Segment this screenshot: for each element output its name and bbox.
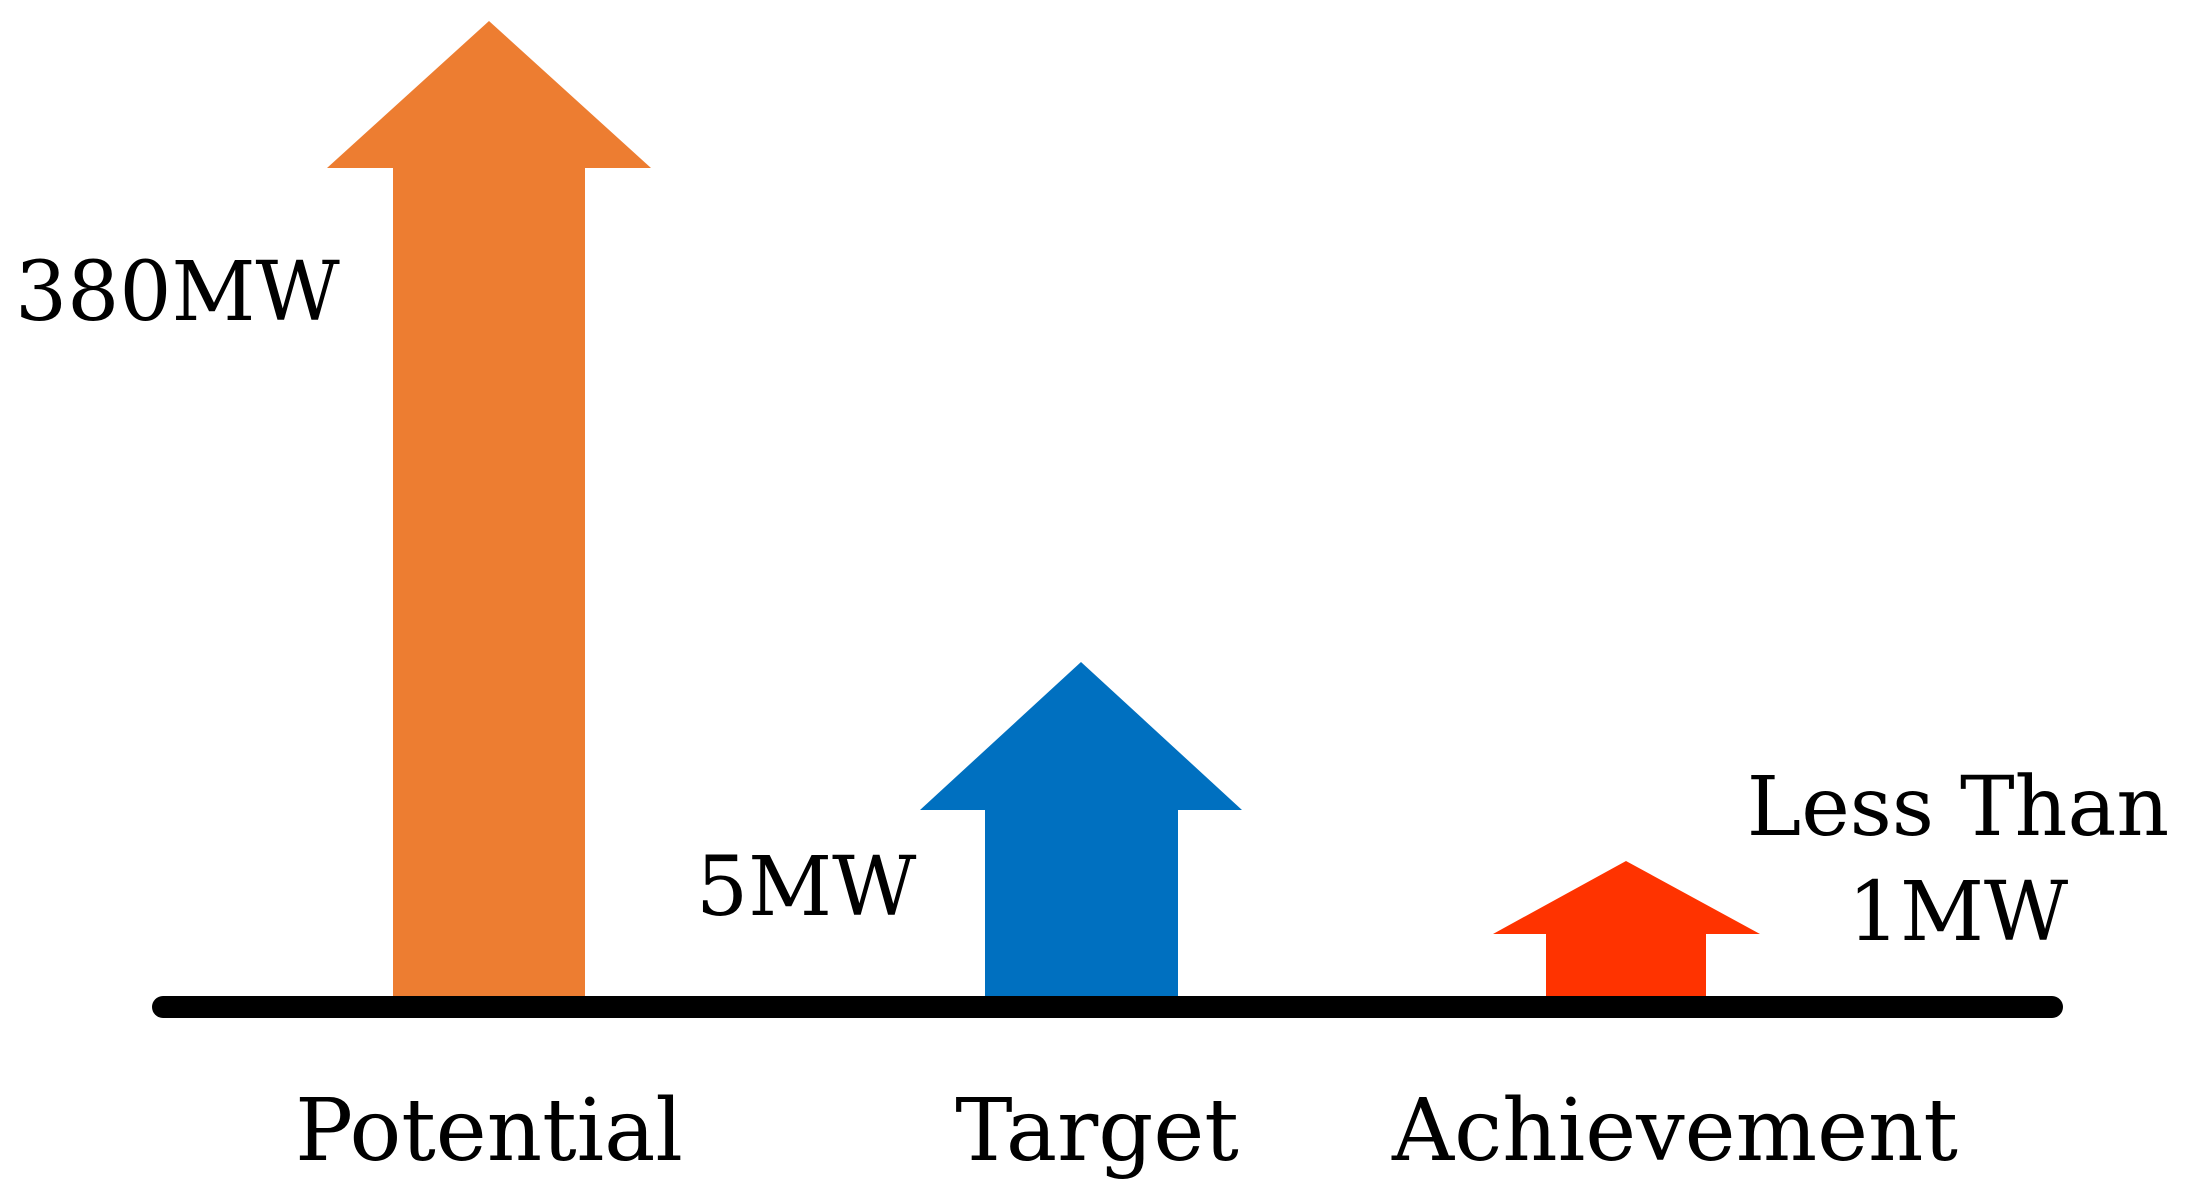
achievement-arrow: [1493, 861, 1760, 996]
potential-value-label: 380MW: [15, 245, 340, 340]
target-arrow: [920, 662, 1242, 1006]
potential-arrow: [327, 21, 651, 1006]
target-category-label: Target: [955, 1081, 1239, 1181]
target-value-label: 5MW: [696, 840, 917, 935]
achievement-value-label-line1: Less Than: [1747, 760, 2169, 855]
achievement-value-label-line2: 1MW: [1848, 865, 2069, 960]
achievement-category-label: Achievement: [1391, 1081, 1958, 1181]
potential-category-label: Potential: [295, 1081, 683, 1181]
